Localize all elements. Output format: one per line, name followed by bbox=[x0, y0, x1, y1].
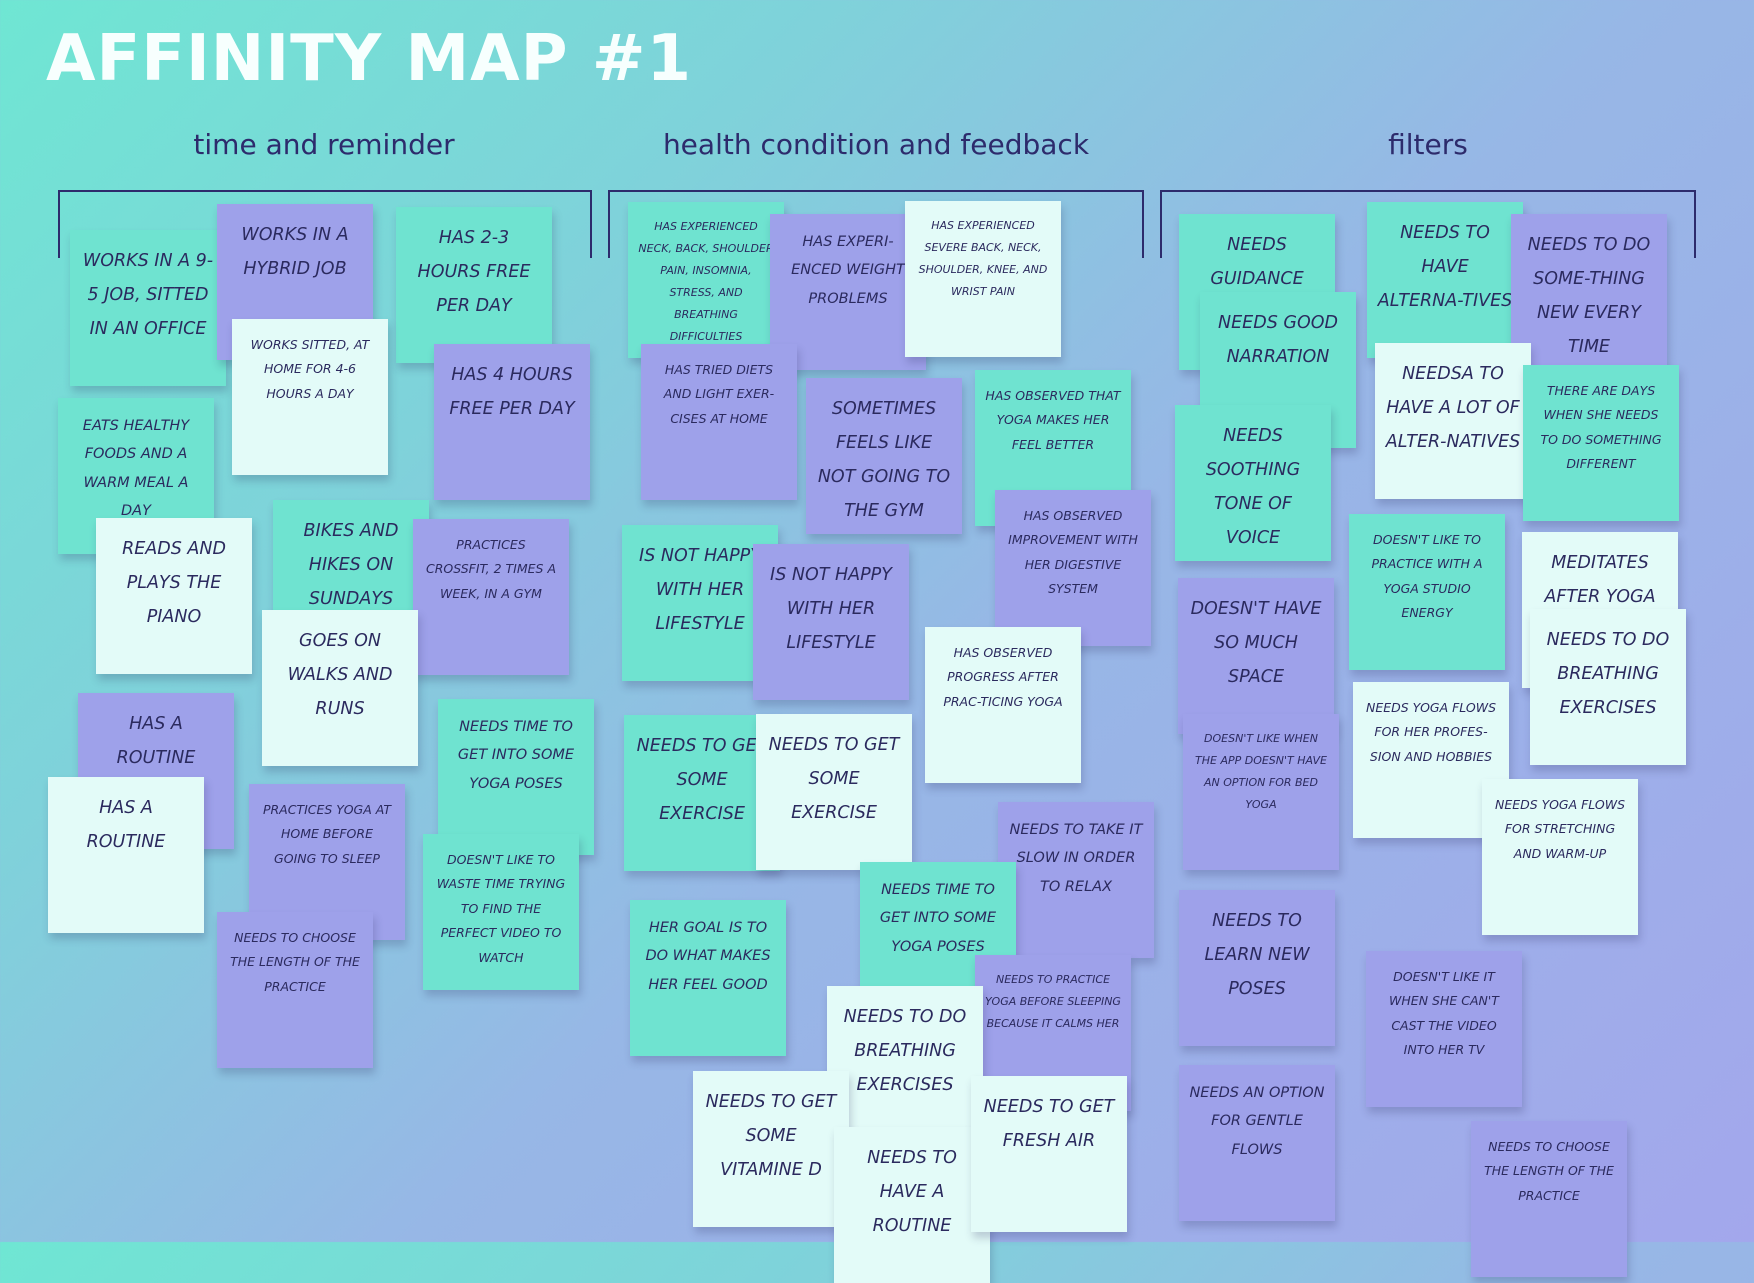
sticky-note[interactable]: Needs to get some exercise bbox=[624, 715, 780, 871]
sticky-note[interactable]: Works in a 9-5 job, sitted in an office bbox=[70, 230, 226, 386]
sticky-note[interactable]: Has experienced neck, back, shoulder pai… bbox=[628, 202, 784, 358]
sticky-note[interactable]: Is not happy with her lifestyle bbox=[622, 525, 778, 681]
sticky-note[interactable]: Doesn't like to waste time trying to fin… bbox=[423, 834, 579, 990]
group-bracket-filters bbox=[1160, 190, 1696, 258]
sticky-note[interactable]: Needs to do breathing exercises bbox=[1530, 609, 1686, 765]
sticky-note[interactable]: Needs yoga flows for stretching and warm… bbox=[1482, 779, 1638, 935]
sticky-note[interactable]: There are days when she needs to do some… bbox=[1523, 365, 1679, 521]
sticky-note[interactable]: Needs to do breathing exercises bbox=[827, 986, 983, 1142]
sticky-note[interactable]: Needs to get some vitamine D bbox=[693, 1071, 849, 1227]
sticky-note[interactable]: Reads and plays the piano bbox=[96, 518, 252, 674]
sticky-note[interactable]: Needs to get some exercise bbox=[756, 714, 912, 870]
sticky-note[interactable]: Needs to have alterna-tives bbox=[1367, 202, 1523, 358]
group-label-health-condition-and-feedback: health condition and feedback bbox=[662, 128, 1090, 161]
sticky-note[interactable]: Needs to choose the length of the practi… bbox=[217, 912, 373, 1068]
sticky-note[interactable]: Needs to do some-thing new every time bbox=[1511, 214, 1667, 370]
sticky-note[interactable]: Her goal is to do what makes her feel go… bbox=[630, 900, 786, 1056]
sticky-note[interactable]: Needs to take it slow in order to relax bbox=[998, 802, 1154, 958]
group-bracket-health-condition-and-feedback bbox=[608, 190, 1144, 258]
sticky-note[interactable]: Practices yoga at home before going to s… bbox=[249, 784, 405, 940]
sticky-note[interactable]: Needs soothing tone of voice bbox=[1175, 405, 1331, 561]
sticky-note[interactable]: Has observed progress after prac-ticing … bbox=[925, 627, 1081, 783]
sticky-note[interactable]: Needs time to get into some yoga poses bbox=[438, 699, 594, 855]
sticky-note[interactable]: Has a routine bbox=[48, 777, 204, 933]
sticky-note[interactable]: Has experienced severe back, neck, shoul… bbox=[905, 201, 1061, 357]
sticky-note[interactable]: Has tried diets and light exer-cises at … bbox=[641, 344, 797, 500]
sticky-note[interactable]: Doesn't like to practice with a yoga stu… bbox=[1349, 514, 1505, 670]
group-label-time-and-reminder: time and reminder bbox=[193, 128, 455, 161]
sticky-note[interactable]: Sometimes feels like not going to the gy… bbox=[806, 378, 962, 534]
sticky-note[interactable]: Doesn't have so much space bbox=[1178, 578, 1334, 734]
sticky-note[interactable]: Doesn't like when the app doesn't have a… bbox=[1183, 714, 1339, 870]
sticky-note[interactable]: Has observed improvement with her digest… bbox=[995, 490, 1151, 646]
sticky-note[interactable]: Has 4 hours free per day bbox=[434, 344, 590, 500]
page-title: AFFINITY MAP #1 bbox=[46, 22, 692, 96]
sticky-note[interactable]: Needs an option for gentle flows bbox=[1179, 1065, 1335, 1221]
sticky-note[interactable]: Is not happy with her lifestyle bbox=[753, 544, 909, 700]
sticky-note[interactable]: Practices crossfit, 2 times a week, in a… bbox=[413, 519, 569, 675]
group-label-filters: filters bbox=[1388, 128, 1468, 161]
group-bracket-time-and-reminder bbox=[58, 190, 592, 258]
sticky-note[interactable]: Needs to get fresh air bbox=[971, 1076, 1127, 1232]
sticky-note[interactable]: Needs yoga flows for her profes-sion and… bbox=[1353, 682, 1509, 838]
sticky-note[interactable]: Works sitted, at home for 4-6 hours a da… bbox=[232, 319, 388, 475]
sticky-note[interactable]: Needs to choose the length of the practi… bbox=[1471, 1121, 1627, 1277]
sticky-note[interactable]: Needs to have a routine bbox=[834, 1127, 990, 1283]
sticky-note[interactable]: Has 2-3 hours free per day bbox=[396, 207, 552, 363]
sticky-note[interactable]: Needsa to have a lot of alter-natives bbox=[1375, 343, 1531, 499]
sticky-note[interactable]: Goes on walks and runs bbox=[262, 610, 418, 766]
sticky-note[interactable]: Needs to learn new poses bbox=[1179, 890, 1335, 1046]
sticky-note[interactable]: Doesn't like it when she can't cast the … bbox=[1366, 951, 1522, 1107]
